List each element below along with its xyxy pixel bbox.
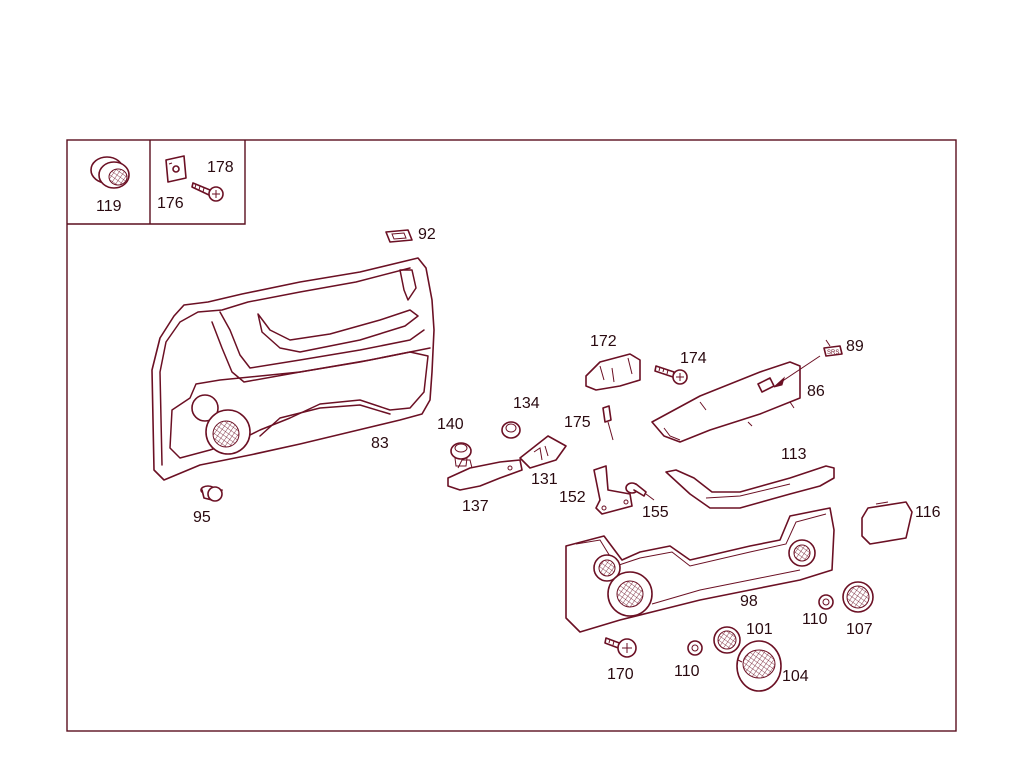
label-89: 89 (846, 338, 864, 355)
part-178-screw[interactable] (191, 182, 224, 202)
label-92: 92 (418, 226, 436, 243)
part-116-cover[interactable] (861, 501, 913, 545)
label-110-b: 110 (674, 663, 700, 680)
label-137: 137 (462, 498, 489, 515)
label-140: 140 (437, 416, 464, 433)
label-175: 175 (564, 414, 591, 431)
part-107-grille[interactable] (842, 581, 874, 613)
label-172: 172 (590, 333, 617, 350)
part-95-clip[interactable] (200, 485, 223, 502)
part-172-bracket[interactable] (585, 353, 641, 391)
part-113-trim[interactable] (665, 465, 835, 509)
label-110-a: 110 (802, 611, 828, 628)
label-98: 98 (740, 593, 758, 610)
part-134-nut[interactable] (501, 421, 521, 439)
label-170: 170 (607, 666, 634, 683)
label-134: 134 (513, 395, 540, 412)
diagram-frame (66, 139, 957, 732)
label-119: 119 (96, 198, 122, 215)
part-98-lower-panel[interactable] (565, 507, 835, 633)
label-152: 152 (559, 489, 586, 506)
part-86-airbag-cover[interactable] (651, 361, 801, 443)
part-131-switch[interactable] (519, 435, 567, 469)
label-155: 155 (642, 504, 669, 521)
label-131: 131 (531, 471, 558, 488)
label-174: 174 (680, 350, 707, 367)
part-155-pin[interactable] (625, 482, 655, 501)
part-119-grommet[interactable] (90, 156, 130, 189)
inset-frame (67, 140, 246, 225)
part-104-grille[interactable] (736, 640, 782, 692)
label-101: 101 (746, 621, 773, 638)
part-152-bracket[interactable] (593, 465, 633, 515)
part-92-clip[interactable] (385, 229, 413, 243)
label-86: 86 (807, 383, 825, 400)
part-89-srs-badge[interactable]: SRS (773, 339, 843, 388)
part-175-pin[interactable] (602, 405, 614, 441)
part-83-door-panel[interactable] (151, 257, 435, 481)
part-174-screw[interactable] (654, 365, 688, 385)
label-176: 176 (157, 195, 184, 212)
part-137-bracket[interactable] (447, 459, 523, 491)
label-104: 104 (782, 668, 809, 685)
label-116: 116 (915, 504, 941, 521)
part-140-nut[interactable] (450, 442, 472, 467)
label-178: 178 (207, 159, 234, 176)
label-107: 107 (846, 621, 873, 638)
label-95: 95 (193, 509, 211, 526)
label-83: 83 (371, 435, 389, 452)
part-110-clip-b[interactable] (687, 640, 703, 656)
srs-badge-text: SRS (827, 350, 839, 356)
label-113: 113 (781, 446, 807, 463)
part-101-grille[interactable] (713, 626, 741, 654)
part-170-screw[interactable] (604, 637, 637, 658)
part-110-clip-a[interactable] (818, 594, 834, 610)
part-176-clip[interactable] (165, 155, 187, 183)
